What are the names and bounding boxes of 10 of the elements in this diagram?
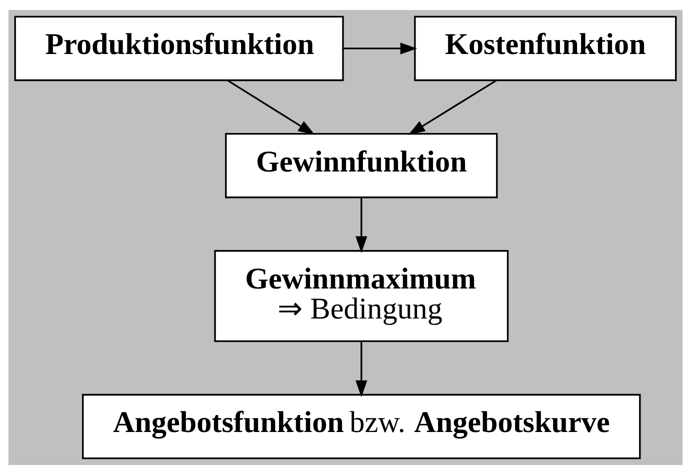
- arrow: [356, 340, 368, 397]
- arrow: [408, 79, 497, 134]
- arrow: [356, 196, 368, 253]
- node-box: Produktionsfunktion: [14, 15, 344, 81]
- arrow: [344, 42, 418, 54]
- node-box: Gewinnfunktion: [225, 132, 498, 198]
- node-box: Gewinnmaximum ⇒ Bedingung: [214, 250, 509, 342]
- arrow: [227, 79, 315, 134]
- node-box: Angebotsfunktion bzw. Angebotskurve: [82, 393, 641, 459]
- node-box: Kostenfunktion: [414, 15, 677, 81]
